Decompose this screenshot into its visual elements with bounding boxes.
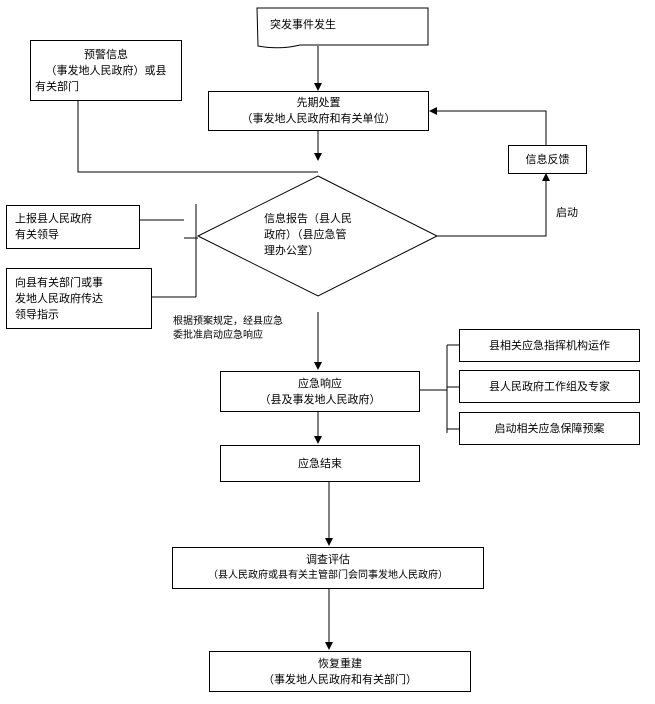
reconstruction-title: 恢复重建 (318, 656, 362, 670)
work-group-label: 县人民政府工作组及专家 (489, 379, 610, 393)
work-group-box: 县人民政府工作组及专家 (459, 370, 640, 403)
convey-line-3: 领导指示 (15, 307, 59, 321)
info-feedback-label: 信息反馈 (525, 152, 570, 166)
approval-label: 根据预案规定，经县应急 委批准启动应急响应 (173, 315, 283, 343)
launch-text: 启动 (556, 206, 578, 219)
convey-line-1: 向县有关部门或事 (15, 275, 103, 289)
reconstruction-box: 恢复重建 （事发地人民政府和有关部门） (209, 651, 471, 692)
investigation-title: 调查评估 (306, 553, 350, 566)
start-text: 突发事件发生 (270, 18, 336, 31)
support-plan-label: 启动相关应急保障预案 (494, 421, 605, 435)
investigation-box: 调查评估 （县人民政府或县有关主管部门会同事发地人民政府） (172, 547, 484, 589)
response-title: 应急响应 (298, 376, 342, 390)
warning-subtitle: （事发地人民政府）或县 (45, 63, 167, 77)
report-leaders-line-2: 有关领导 (15, 228, 59, 241)
command-agency-box: 县相关应急指挥机构运作 (459, 329, 640, 362)
report-line-1: 信息报告（县人民 (264, 212, 352, 225)
report-diamond-label: 信息报告（县人民 政府）（县应急管 理办公室） (264, 211, 352, 259)
report-diamond (196, 175, 439, 297)
response-subtitle: （县及事发地人民政府） (259, 392, 381, 406)
emergency-response-box: 应急响应 （县及事发地人民政府） (220, 371, 420, 412)
reconstruction-subtitle: （事发地人民政府和有关部门） (263, 672, 417, 686)
approval-line-1: 根据预案规定，经县应急 (173, 316, 283, 327)
report-line-3: 理办公室） (264, 244, 319, 257)
report-leaders-line-1: 上报县人民政府 (15, 212, 92, 225)
report-line-2: 政府）（县应急管 (264, 228, 347, 241)
approval-line-2: 委批准启动应急响应 (173, 330, 263, 341)
convey-instructions-box: 向县有关部门或事 发地人民政府传达 领导指示 (6, 268, 152, 329)
investigation-subtitle: （县人民政府或县有关主管部门会同事发地人民政府） (208, 570, 448, 581)
report-leaders-box: 上报县人民政府 有关领导 (6, 205, 140, 249)
start-node-label: 突发事件发生 (270, 17, 336, 32)
warning-title: 预警信息 (84, 47, 128, 61)
initial-handling-title: 先期处置 (296, 96, 341, 109)
convey-line-2: 发地人民政府传达 (15, 291, 103, 305)
info-feedback-box: 信息反馈 (508, 145, 587, 174)
emergency-end-label: 应急结束 (298, 457, 342, 470)
initial-handling-subtitle: （事发地人民政府和有关单位） (241, 112, 396, 125)
initial-handling-box: 先期处置 （事发地人民政府和有关单位） (208, 91, 429, 131)
warning-subtitle-2: 有关部门 (35, 79, 79, 93)
command-agency-label: 县相关应急指挥机构运作 (489, 338, 610, 352)
support-plan-box: 启动相关应急保障预案 (459, 412, 640, 445)
warning-info-box: 预警信息 （事发地人民政府）或县 有关部门 (30, 40, 182, 101)
emergency-end-box: 应急结束 (220, 445, 420, 482)
start-callout-shape (256, 7, 429, 49)
launch-label: 启动 (556, 205, 578, 220)
